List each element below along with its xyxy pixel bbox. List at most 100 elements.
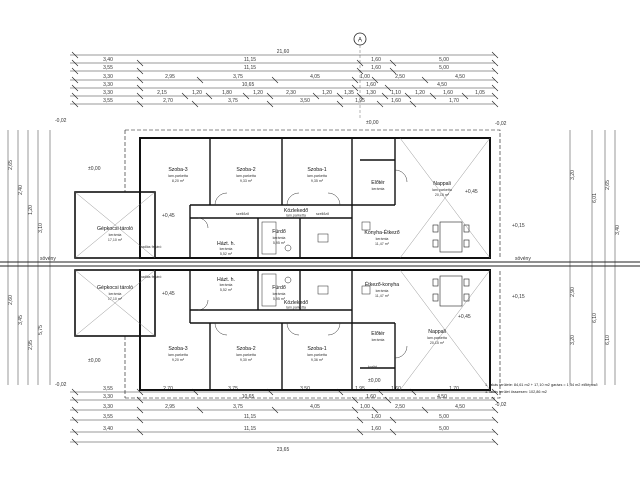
dim-t2-1: 11,15 (244, 65, 256, 71)
dim-r-0: 3,20 (570, 170, 576, 180)
level-gar-zero-a: ±0,00 (88, 166, 101, 172)
room-upper-1-name: Szoba-2 (236, 167, 255, 173)
room-upper-1-floor: lam.parketta (236, 174, 256, 178)
room-upper-4-floor: lam.parketta (432, 188, 452, 192)
room-upper-7-area: 5,95 m² (273, 241, 286, 245)
right-dimension-chains (569, 130, 616, 385)
dim-t4-0: 3,30 (103, 82, 113, 88)
room-lower-5-area: 20,15 m² (430, 341, 445, 345)
room-lower-3-name: Étkező-konyha (365, 281, 399, 288)
top-dimension-chains (70, 54, 495, 105)
room-lower-9-floor: lam.parketta (307, 353, 327, 357)
level-garage-a: +0,45 (162, 213, 175, 219)
dim-t4-3: 4,50 (437, 82, 447, 88)
dim-t6-6: 1,70 (449, 98, 459, 104)
dim-b4-2: 1,60 (371, 414, 381, 420)
dim-r-7: 6,10 (605, 335, 611, 345)
dim-b3-3: 4,05 (310, 404, 320, 410)
room-upper-1-area: 9,33 m² (240, 179, 253, 183)
dim-t5-6: 1,20 (322, 90, 332, 96)
dim-l-0: 2,65 (8, 160, 14, 170)
dim-b2-3: 4,50 (437, 394, 447, 400)
dim-t3-6: 4,50 (455, 74, 465, 80)
dim-b2-0: 3,30 (103, 394, 113, 400)
dim-t3-5: 2,50 (395, 74, 405, 80)
hedge-label-left: sövény (40, 256, 56, 262)
room-lower-6-floor: kerámia (372, 338, 385, 342)
room-lower-9-area: 9,36 m² (311, 358, 324, 362)
room-labels-upper: Szoba-3 lam.parketta 8,20 m² Szoba-2 lam… (97, 167, 452, 256)
dim-b3-4: 1,00 (360, 404, 370, 410)
attic-label-a: padlás feljáró (140, 245, 161, 249)
room-lower-2-floor: kerámia (273, 292, 286, 296)
dim-t4-2: 1,60 (366, 82, 376, 88)
room-lower-3-area: 11,47 m² (375, 294, 390, 298)
dim-t2-2: 1,60 (371, 65, 381, 71)
dim-r-5: 3,20 (570, 335, 576, 345)
room-upper-9-floor: kerámia (109, 233, 122, 237)
room-upper-6-area: 11,47 m² (375, 242, 390, 246)
room-upper-7-name: Fürdő (272, 229, 286, 235)
railing-label: korlát (368, 365, 377, 369)
level-marks: -0,02 -0,02 ±0,00 -0,02 -0,02 ±0,00 +0,1… (55, 118, 525, 408)
dim-t3-0: 3,30 (103, 74, 113, 80)
dim-t6-2: 3,75 (228, 98, 238, 104)
room-lower-1-floor: kerámia (220, 283, 233, 287)
dim-t5-8: 1,30 (366, 90, 376, 96)
level-top-right: -0,02 (495, 121, 507, 127)
dim-t3-4: 1,00 (360, 74, 370, 80)
room-lower-1-area: 5,52 m² (220, 288, 233, 292)
dim-t5-5: 2,30 (286, 90, 296, 96)
room-lower-3-floor: kerámia (376, 289, 389, 293)
dim-t3-1: 2,95 (165, 74, 175, 80)
dim-b3-5: 2,50 (395, 404, 405, 410)
dim-t6-3: 3,50 (300, 98, 310, 104)
bottom-dimension-ticks (71, 388, 499, 446)
misc-labels: szellőző szellőző padlás feljáró padlás … (140, 212, 377, 369)
dim-t3-2: 3,75 (233, 74, 243, 80)
interior-walls-lower (189, 270, 396, 390)
room-upper-2-floor: lam.parketta (307, 174, 327, 178)
room-lower-8-floor: lam.parketta (236, 353, 256, 357)
dim-b5-1: 11,15 (244, 426, 256, 432)
room-labels-lower: Gépkocsi tároló kerámia 17,10 m² Házt. h… (97, 277, 447, 362)
interior-walls-upper (189, 138, 396, 258)
vent-label-a: szellőző (236, 212, 249, 216)
level-top-left: -0,02 (55, 118, 67, 124)
attic-label-b: padlás feljáró (140, 275, 161, 279)
room-lower-8-area: 9,30 m² (240, 358, 253, 362)
dim-b5-3: 5,00 (439, 426, 449, 432)
dim-l-3: 3,10 (38, 223, 44, 233)
dim-b2-1: 10,65 (242, 394, 255, 400)
dim-t3-3: 4,05 (310, 74, 320, 80)
room-upper-2-name: Szoba-1 (307, 167, 326, 173)
left-dimension-chains (7, 130, 51, 385)
dim-l-4: 2,60 (8, 295, 14, 305)
level-terrace-a: +0,15 (512, 223, 525, 229)
room-upper-5-name: Közlekedő (284, 208, 308, 214)
dim-t5-0: 3,30 (103, 90, 113, 96)
room-lower-5-name: Nappali (428, 329, 446, 335)
dim-r-3: 3,40 (615, 225, 621, 235)
room-lower-7-floor: lam.parketta (168, 353, 188, 357)
dim-t1-3: 5,00 (439, 57, 449, 63)
dim-t6-4: 1,95 (355, 98, 365, 104)
room-upper-8-area: 5,52 m² (220, 252, 233, 256)
dim-t6-1: 2,70 (163, 98, 173, 104)
room-upper-5-floor: lam.parketta (286, 214, 306, 218)
top-dimension-labels: 21,60 3,40 11,15 1,60 5,00 3,55 11,15 1,… (103, 49, 485, 104)
room-upper-0-area: 8,20 m² (172, 179, 185, 183)
door-swings (197, 169, 408, 359)
room-lower-8-name: Szoba-2 (236, 346, 255, 352)
room-upper-3-floor: kerámia (372, 187, 385, 191)
dim-t2-3: 5,00 (439, 65, 449, 71)
dim-t1-2: 1,60 (371, 57, 381, 63)
room-lower-2-name: Fürdő (272, 285, 286, 291)
level-living-b: +0,45 (458, 314, 471, 320)
overall-top-dim: 21,60 (277, 49, 290, 55)
dim-t5-11: 1,60 (443, 90, 453, 96)
dim-l-2: 1,20 (28, 205, 34, 215)
room-upper-2-area: 9,35 m² (311, 179, 324, 183)
room-lower-0-name: Gépkocsi tároló (97, 285, 133, 291)
room-upper-8-floor: kerámia (220, 247, 233, 251)
